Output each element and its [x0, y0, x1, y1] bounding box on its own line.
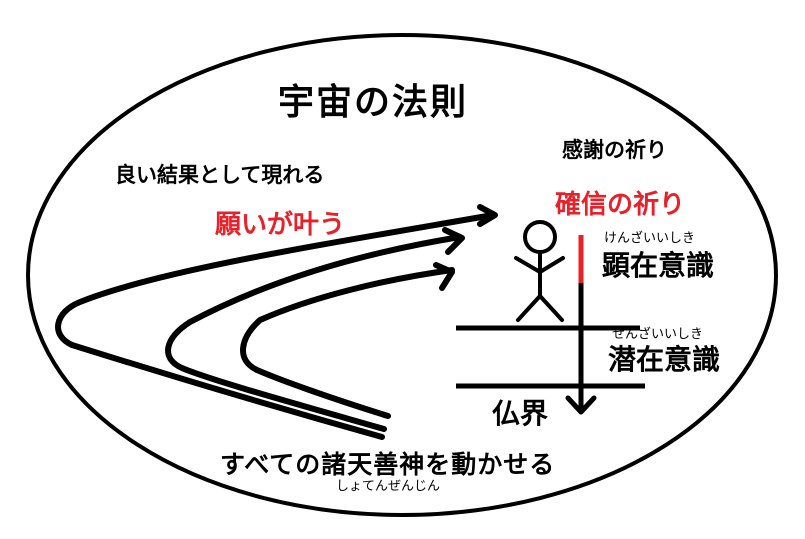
boomerang-arrow-outer	[55, 212, 496, 440]
boomerang-arrows	[55, 204, 498, 440]
move-all-deities-label: すべての諸天善神を動かせる	[220, 450, 556, 479]
subconscious-mind-ruby: せんざいいしき	[612, 327, 704, 342]
outer-ellipse	[26, 33, 778, 517]
conscious-mind-label: 顕在意識	[602, 249, 715, 282]
diagram-title: 宇宙の法則	[278, 82, 469, 123]
deities-ruby: しょてんぜんじん	[336, 479, 441, 494]
gratitude-prayer-label: 感謝の祈り	[562, 138, 667, 162]
conviction-prayer-label: 確信の祈り	[555, 190, 686, 220]
boomerang-arrow-middle	[165, 234, 463, 432]
arrow-head-middle	[442, 227, 465, 255]
good-result-label: 良い結果として現れる	[115, 163, 325, 187]
arrow-head-outer	[477, 204, 498, 227]
boomerang-arrow-inner	[240, 267, 455, 419]
down-arrow-head	[565, 395, 597, 415]
wish-granted-label: 願いが叶う	[215, 210, 346, 240]
buddha-realm-label: 仏界	[492, 397, 549, 430]
subconscious-mind-label: 潜在意識	[608, 343, 721, 376]
arrow-head-inner	[433, 262, 455, 291]
conscious-mind-ruby: けんざいいしき	[604, 231, 696, 246]
stick-figure-icon	[514, 220, 565, 322]
